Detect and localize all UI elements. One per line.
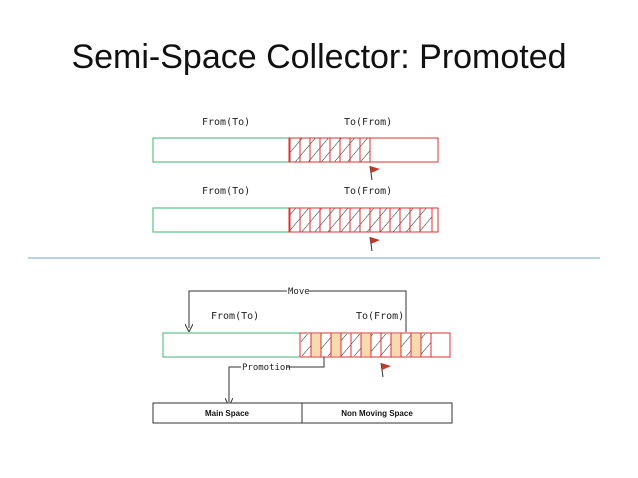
slide-title: Semi-Space Collector: Promoted [71, 38, 567, 76]
bottom-from-label: From(To) [211, 311, 259, 322]
middle-to-label: To(From) [344, 186, 392, 197]
top-from-label: From(To) [202, 117, 250, 128]
promoted-object-cells [311, 334, 421, 356]
promotion-arrow [229, 357, 325, 402]
promotion-label: Promotion [242, 363, 291, 373]
bottom-diagram: Move From(To) To(From) [152, 287, 453, 424]
bottom-to-label: To(From) [356, 311, 404, 322]
move-label: Move [288, 287, 310, 297]
top-to-label: To(From) [344, 117, 392, 128]
move-arrow [189, 290, 407, 332]
middle-from-space [152, 207, 290, 233]
middle-allocated-cells [299, 208, 421, 232]
middle-allocated-region [289, 207, 433, 233]
top-diagram: From(To) To(From) [152, 117, 439, 181]
bottom-cell-dividers [310, 333, 432, 357]
main-space-label: Main Space [205, 409, 250, 418]
top-alloc-pointer-flag-icon [369, 165, 380, 181]
bottom-alloc-pointer-flag-icon [380, 362, 391, 378]
top-from-space [152, 137, 290, 163]
non-moving-space-box [301, 402, 453, 424]
middle-from-label: From(To) [202, 186, 250, 197]
bottom-from-space [162, 332, 301, 358]
middle-alloc-pointer-flag-icon [369, 236, 380, 252]
non-moving-space-label: Non Moving Space [341, 409, 413, 418]
top-allocated-cells [299, 138, 361, 162]
middle-diagram: From(To) To(From) [152, 186, 439, 252]
